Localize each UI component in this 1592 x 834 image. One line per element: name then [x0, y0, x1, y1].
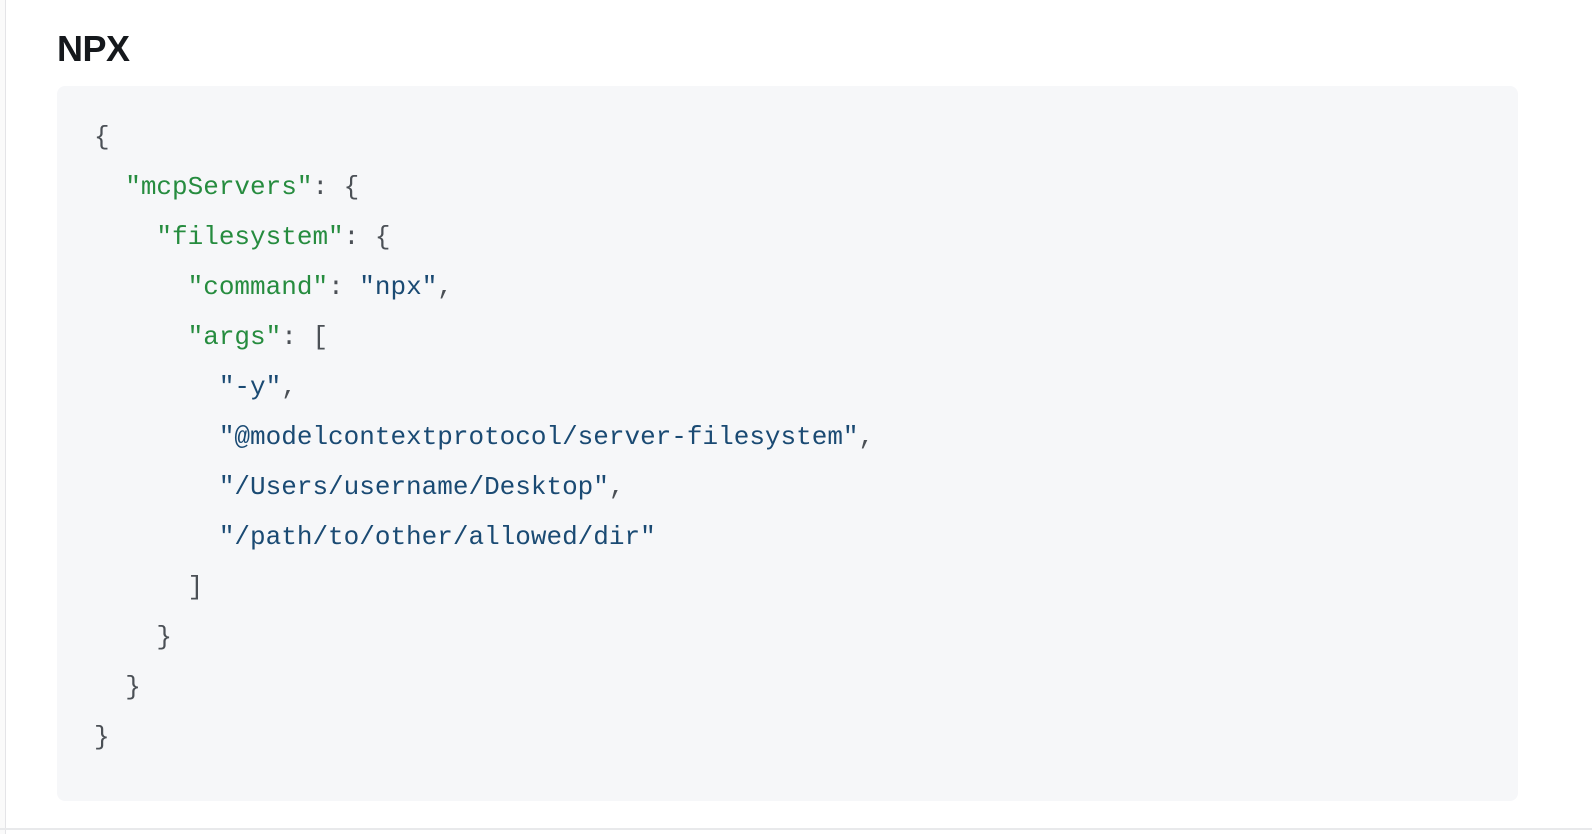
code-line: } [94, 612, 1480, 662]
json-punctuation: , [281, 372, 297, 402]
json-punctuation: { [94, 122, 110, 152]
json-punctuation [94, 172, 125, 202]
json-string: "@modelcontextprotocol/server-filesystem… [218, 422, 859, 452]
json-punctuation: , [608, 472, 625, 502]
section-heading: NPX [57, 28, 130, 69]
json-punctuation: : [328, 272, 360, 302]
json-punctuation [94, 322, 188, 352]
json-punctuation: : [ [281, 322, 329, 352]
json-key: "mcpServers" [125, 172, 313, 202]
code-line: "@modelcontextprotocol/server-filesystem… [94, 412, 1480, 462]
code-line: { [94, 112, 1480, 162]
json-punctuation [94, 272, 188, 302]
json-punctuation: : { [312, 172, 360, 202]
json-string: "npx" [359, 272, 438, 302]
json-key: "command" [187, 272, 329, 302]
sidebar-edge [0, 0, 6, 834]
json-punctuation: , [437, 272, 453, 302]
code-line: "command": "npx", [94, 262, 1480, 312]
code-line: } [94, 662, 1480, 712]
json-punctuation [94, 472, 219, 502]
code-block: { "mcpServers": { "filesystem": { "comma… [57, 86, 1518, 801]
code-line: } [94, 712, 1480, 762]
code-line: "/Users/username/Desktop", [94, 462, 1480, 512]
json-key: "args" [187, 322, 282, 352]
json-punctuation: } [94, 722, 110, 752]
code-line: ] [94, 562, 1480, 612]
json-key: "filesystem" [156, 222, 344, 252]
json-punctuation: : { [343, 222, 391, 252]
json-string: "-y" [218, 372, 282, 402]
json-punctuation [94, 422, 219, 452]
json-punctuation: } [94, 622, 173, 652]
json-punctuation [94, 222, 156, 252]
json-string: "/Users/username/Desktop" [218, 472, 609, 502]
json-punctuation [94, 372, 219, 402]
code-content: { "mcpServers": { "filesystem": { "comma… [57, 86, 1518, 801]
code-line: "/path/to/other/allowed/dir" [94, 512, 1480, 562]
section-divider [0, 828, 1592, 830]
content-area: NPX { "mcpServers": { "filesystem": { "c… [57, 0, 1518, 801]
code-line: "args": [ [94, 312, 1480, 362]
code-line: "-y", [94, 362, 1480, 412]
code-line: "mcpServers": { [94, 162, 1480, 212]
json-punctuation: ] [94, 572, 204, 602]
json-punctuation: } [94, 672, 141, 702]
json-punctuation [94, 522, 219, 552]
json-punctuation: , [858, 422, 875, 452]
code-line: "filesystem": { [94, 212, 1480, 262]
json-string: "/path/to/other/allowed/dir" [218, 522, 656, 552]
